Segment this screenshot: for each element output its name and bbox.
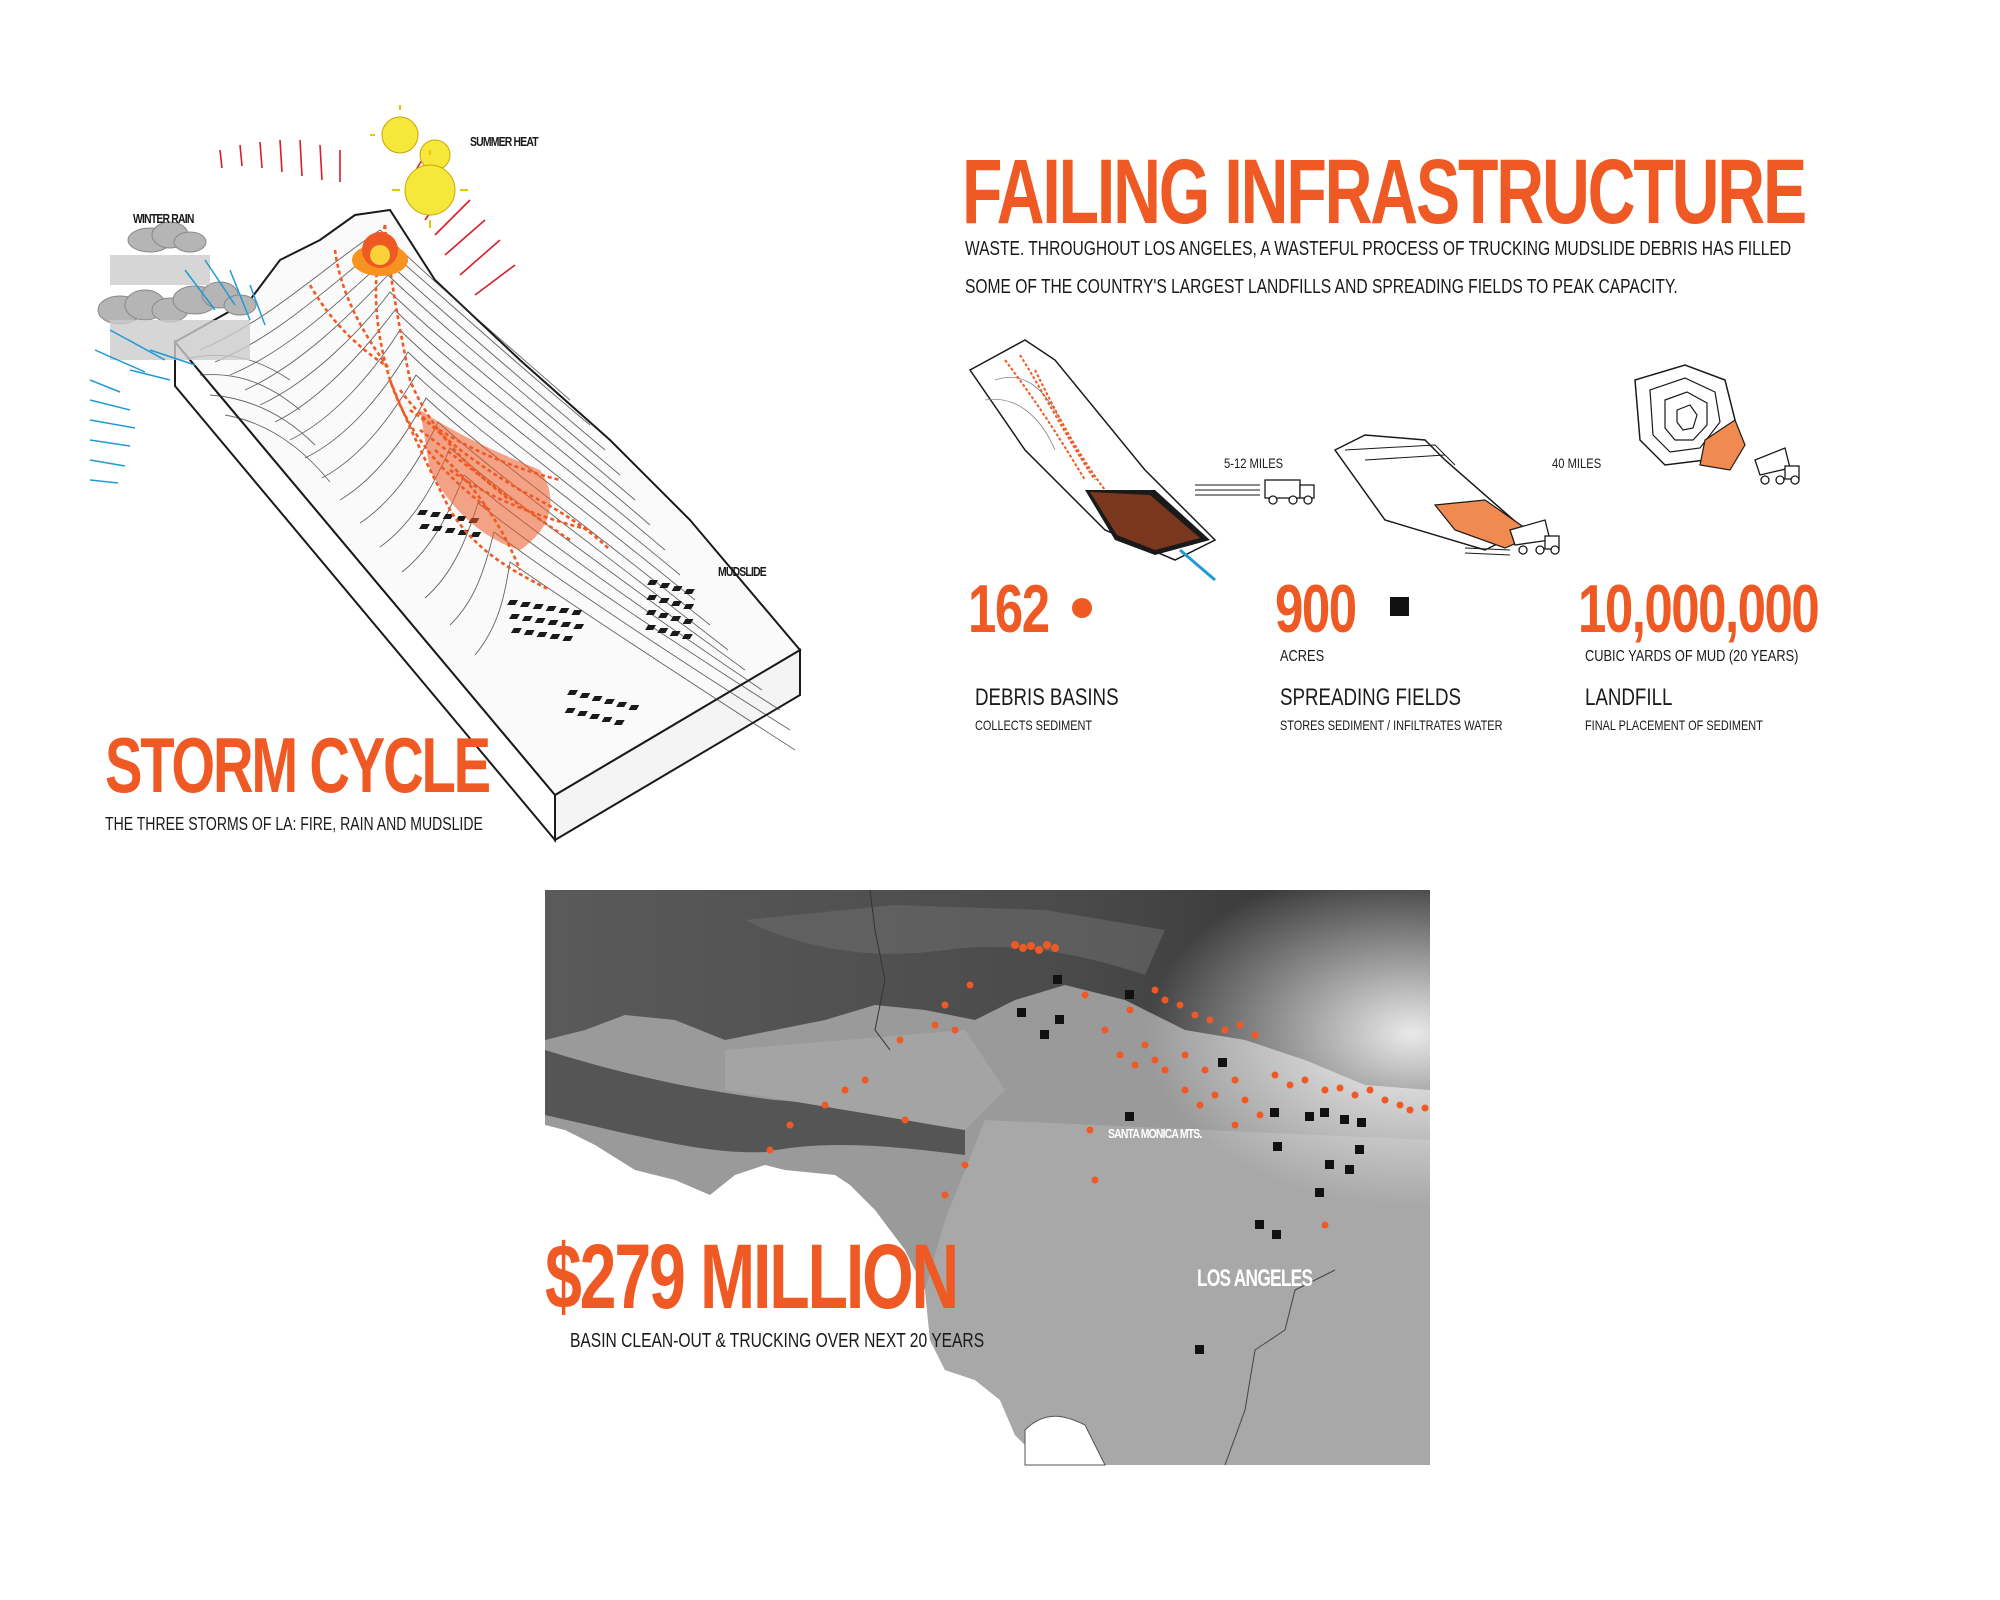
stat-debris-basins: 162 [968,570,1075,648]
storm-cycle-title: STORM CYCLE [105,721,491,809]
storm-cycle-illustration [89,105,802,843]
square-marker [1390,597,1409,616]
truck-icon [1509,519,1560,555]
distance-label-1: 5-12 MILES [1224,455,1284,471]
cost-title: $279 MILLION [545,1226,959,1328]
stat-unit: CUBIC YARDS OF MUD (20 YEARS) [1585,648,1799,665]
failing-infrastructure-title: FAILING INFRASTRUCTURE [962,141,1807,243]
stat-number: 162 [968,571,1050,647]
storm-cycle-subtitle: THE THREE STORMS OF LA: FIRE, RAIN AND M… [105,814,483,834]
stat-desc: COLLECTS SEDIMENT [975,717,1093,733]
infrastructure-intro-line-2: SOME OF THE COUNTRY'S LARGEST LANDFILLS … [965,276,1678,298]
summer-heat-label: SUMMER HEAT [470,134,539,149]
truck-icon [1754,447,1800,485]
cloud-icon [97,221,257,325]
mudslide-label: MUDSLIDE [718,564,767,579]
truck-icon [1264,479,1315,505]
cost-subtitle: BASIN CLEAN-OUT & TRUCKING OVER NEXT 20 … [570,1330,985,1352]
stat-name: DEBRIS BASINS [975,684,1119,711]
los-angeles-label: LOS ANGELES [1197,1265,1313,1292]
fire-icon [352,232,408,276]
stat-number: 10,000,000 [1578,571,1820,647]
stat-number: 900 [1275,571,1357,647]
los-angeles-map [545,889,1430,1466]
distance-label-2: 40 MILES [1552,455,1602,471]
stat-landfill: 10,000,000 [1578,570,1898,648]
sun-icon [370,105,468,228]
sediment-process-diagram [968,339,1800,582]
infrastructure-intro-line-1: WASTE. THROUGHOUT LOS ANGELES, A WASTEFU… [965,238,1792,260]
stat-spreading-fields: 900 [1275,570,1382,648]
stat-name: LANDFILL [1585,684,1673,711]
stat-desc: STORES SEDIMENT / INFILTRATES WATER [1280,717,1503,733]
circle-marker [1072,598,1092,618]
stat-unit: ACRES [1280,648,1325,665]
stat-name: SPREADING FIELDS [1280,684,1462,711]
santa-monica-mountains-label: SANTA MONICA MTS. [1108,1126,1202,1141]
stat-desc: FINAL PLACEMENT OF SEDIMENT [1585,717,1763,733]
winter-rain-label: WINTER RAIN [133,211,194,226]
